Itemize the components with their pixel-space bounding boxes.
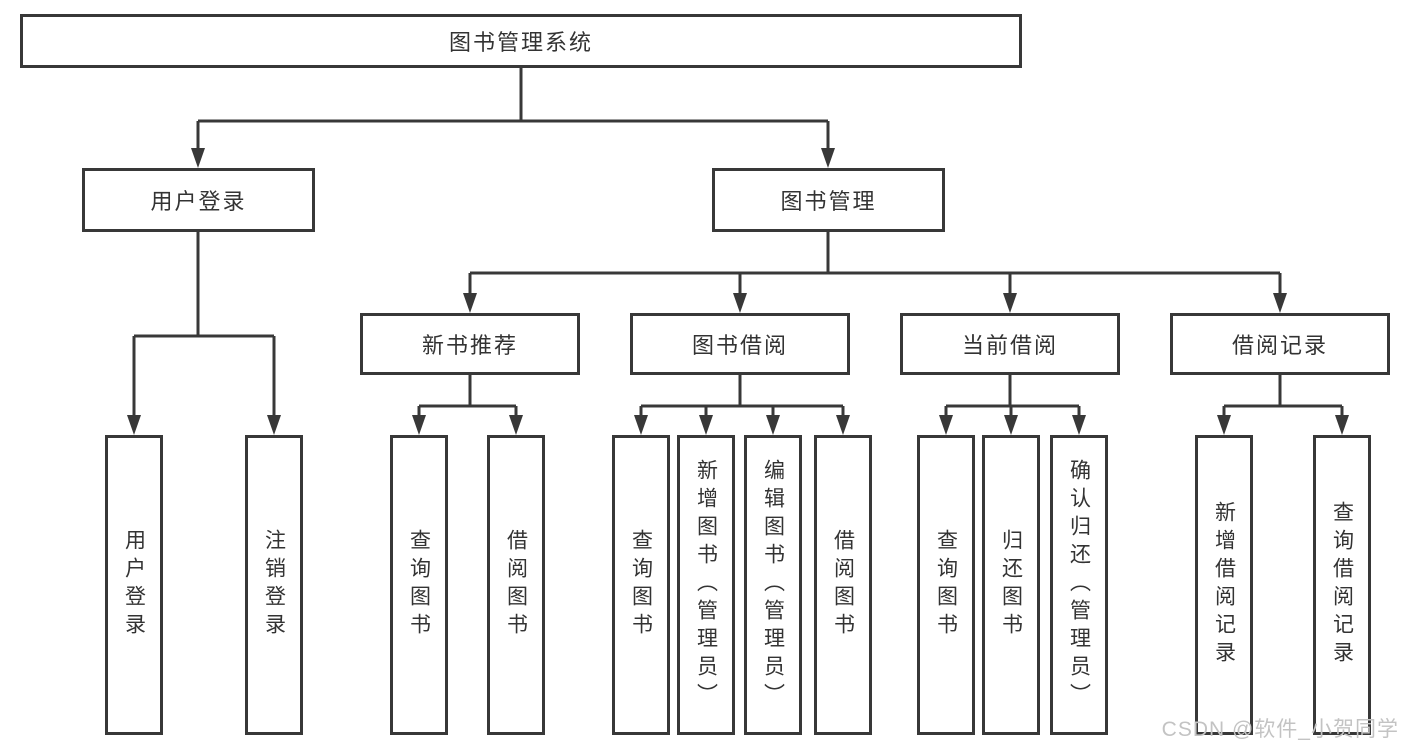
node-leaf-cb-query-books: 查询图书 [917,435,975,735]
node-current-borrow: 当前借阅 [900,313,1120,375]
arrowhead-icon [766,415,780,435]
node-leaf-user-login-label: 用户登录 [122,529,146,641]
node-leaf-br-add-record-label: 新增借阅记录 [1212,501,1236,669]
connector-current-borrow-children [944,375,1081,419]
node-leaf-nb-query-books: 查询图书 [390,435,448,735]
node-leaf-nb-query-books-label: 查询图书 [407,529,431,641]
node-leaf-logout-label: 注销登录 [262,529,286,641]
node-leaf-cb-confirm-return: 确认归还（管理员） [1050,435,1108,735]
node-current-borrow-label: 当前借阅 [961,333,1058,358]
connector-new-books-children [417,375,518,419]
node-leaf-cb-query-books-label: 查询图书 [934,529,958,641]
node-new-books-label: 新书推荐 [421,333,518,358]
node-leaf-bb-add-books-label: 新增图书（管理员） [694,459,718,711]
node-book-borrow-label: 图书借阅 [691,333,788,358]
connector-root-to-level2 [196,68,830,152]
arrowhead-icon [821,148,835,168]
node-leaf-bb-query-books: 查询图书 [612,435,670,735]
connector-borrow-records-children [1222,375,1344,419]
node-leaf-br-query-record: 查询借阅记录 [1313,435,1371,735]
arrowhead-icon [699,415,713,435]
node-new-books: 新书推荐 [360,313,580,375]
arrowhead-icon [509,415,523,435]
arrowhead-icon [1004,415,1018,435]
node-leaf-cb-return-books-label: 归还图书 [999,529,1023,641]
node-leaf-bb-edit-books-label: 编辑图书（管理员） [761,459,785,711]
node-user-login-label: 用户登录 [150,189,247,214]
node-leaf-cb-confirm-return-label: 确认归还（管理员） [1067,459,1091,711]
node-leaf-bb-borrow-books-label: 借阅图书 [831,529,855,641]
arrowhead-icon [733,293,747,313]
node-book-borrow: 图书借阅 [630,313,850,375]
node-leaf-nb-borrow-books-label: 借阅图书 [504,529,528,641]
node-root-label: 图书管理系统 [448,30,593,55]
node-root: 图书管理系统 [20,14,1022,68]
node-leaf-bb-edit-books: 编辑图书（管理员） [744,435,802,735]
node-leaf-bb-borrow-books: 借阅图书 [814,435,872,735]
node-leaf-logout: 注销登录 [245,435,303,735]
connector-book-borrow-children [639,375,845,419]
node-user-login: 用户登录 [82,168,315,232]
node-leaf-user-login: 用户登录 [105,435,163,735]
node-leaf-br-query-record-label: 查询借阅记录 [1330,501,1354,669]
arrowhead-icon [1335,415,1349,435]
arrowhead-icon [412,415,426,435]
arrowhead-icon [267,415,281,435]
arrowhead-icon [127,415,141,435]
node-book-mgmt-label: 图书管理 [780,189,877,214]
node-borrow-records-label: 借阅记录 [1231,333,1328,358]
node-leaf-bb-add-books: 新增图书（管理员） [677,435,735,735]
arrowhead-icon [939,415,953,435]
node-leaf-cb-return-books: 归还图书 [982,435,1040,735]
arrowhead-icon [836,415,850,435]
csdn-watermark: CSDN @软件_小贺同学 [1161,718,1399,741]
arrowhead-icon [1003,293,1017,313]
node-book-mgmt: 图书管理 [712,168,945,232]
connector-user-login-children [132,232,276,419]
connector-book-mgmt-children [468,232,1282,297]
arrowhead-icon [634,415,648,435]
node-leaf-nb-borrow-books: 借阅图书 [487,435,545,735]
arrowhead-icon [1273,293,1287,313]
arrowhead-icon [463,293,477,313]
node-borrow-records: 借阅记录 [1170,313,1390,375]
arrowhead-icon [191,148,205,168]
arrowhead-icon [1072,415,1086,435]
node-leaf-br-add-record: 新增借阅记录 [1195,435,1253,735]
node-leaf-bb-query-books-label: 查询图书 [629,529,653,641]
arrowhead-icon [1217,415,1231,435]
